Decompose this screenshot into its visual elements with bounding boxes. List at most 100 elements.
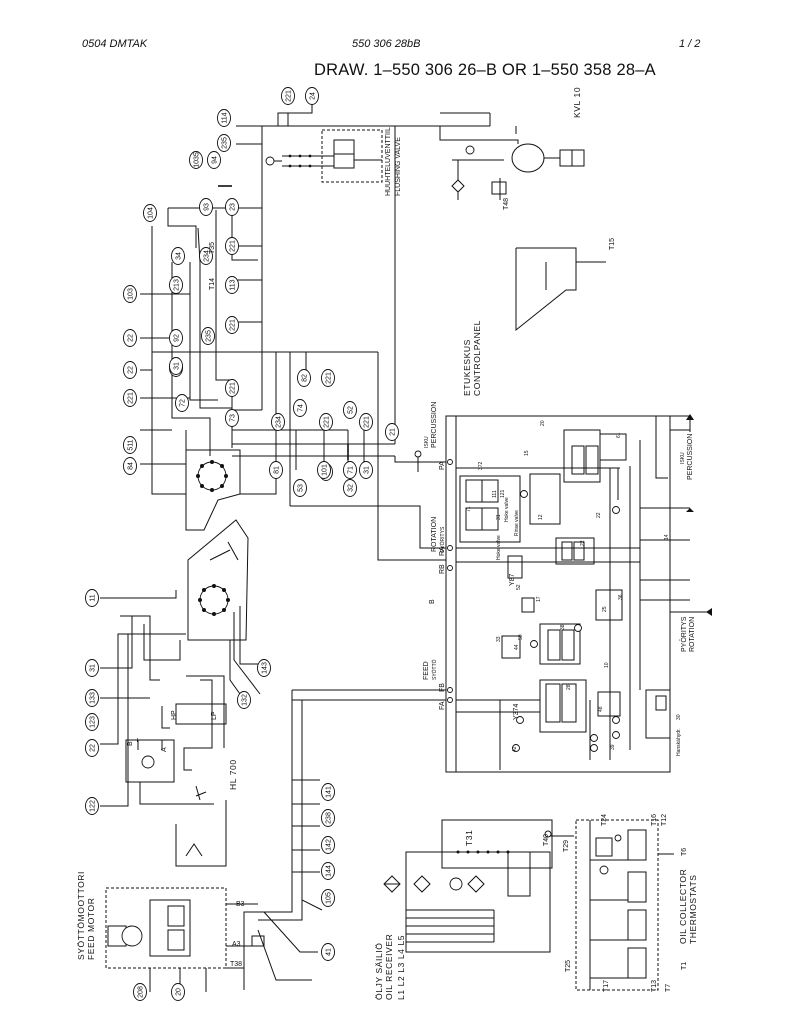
callout-bubble-text: 31 — [174, 362, 181, 370]
label-percussion2-1: PERCUSSION — [687, 434, 694, 480]
callout-bubble-circle — [85, 689, 99, 707]
callout-bubble: 72 — [175, 394, 189, 412]
callout-bubble-text: 81 — [274, 466, 281, 474]
label-ports-4: FA — [439, 701, 446, 710]
callout-bubble: 81 — [269, 461, 283, 479]
callout-bubble: 41 — [321, 943, 335, 961]
callout-bubble: 221 — [225, 379, 239, 397]
label-flushing-1: FLUSHING VALVE — [395, 137, 402, 196]
control-panel — [445, 414, 712, 773]
label-control-1: CONTROLPANEL — [472, 320, 482, 396]
callout-bubble: 84 — [123, 457, 137, 475]
callout-bubble-text: 21 — [390, 428, 397, 436]
header-page-number: 1 / 2 — [679, 38, 701, 50]
callout-bubble-text: 113 — [230, 279, 237, 290]
callout-bubble-text: 73 — [230, 414, 237, 422]
valve-number: 20 — [540, 420, 546, 426]
callout-bubble: 92 — [169, 329, 183, 347]
callout-bubble-circle — [217, 134, 231, 152]
callout-bubble: 31 — [169, 357, 183, 375]
callout-bubble: 101 — [317, 461, 331, 479]
callout-bubble: 221 — [359, 413, 373, 431]
valve-number: 71 — [466, 506, 472, 512]
callout-bubble-circle — [85, 659, 99, 677]
callout-bubble-text: 31 — [364, 466, 371, 474]
valve-number: 38 — [560, 624, 566, 630]
label-a: A — [161, 747, 168, 752]
callout-bubble-text: 238 — [326, 812, 333, 824]
callout-bubble-text: 132 — [242, 694, 249, 706]
callout-bubble-circle — [199, 198, 213, 216]
callout-bubble-text: 213 — [174, 279, 181, 291]
callout-bubble-text: 141 — [326, 786, 333, 798]
valve-number: 14 — [664, 534, 670, 540]
label-percussion-0: ISKU — [424, 436, 430, 448]
callout-bubble-circle — [257, 659, 271, 677]
callout-bubble: 221 — [225, 316, 239, 334]
callout-bubble-circle — [189, 151, 203, 169]
label-hl: HL 700 — [228, 759, 238, 790]
callout-bubble-text: 104 — [148, 207, 155, 219]
label-t35: T35 — [209, 242, 216, 254]
valve-number: 15 — [524, 450, 530, 456]
callout-bubble: 52 — [343, 401, 357, 419]
callout-bubble-circle — [85, 713, 99, 731]
callout-bubble: 511 — [123, 436, 137, 454]
callout-bubble-circle — [225, 198, 239, 216]
callout-bubble-circle — [171, 983, 185, 1001]
callout-bubble-circle — [225, 409, 239, 427]
label-t29: T29 — [563, 840, 570, 852]
label-oilrec-1: OIL RECEIVER — [384, 934, 394, 1000]
callout-bubble-text: 208 — [138, 986, 145, 998]
callout-bubble-circle — [201, 327, 215, 345]
callout-bubble-circle — [85, 739, 99, 757]
label-small-2: Rinse valve — [514, 510, 520, 536]
callout-bubble: 53 — [293, 479, 307, 497]
callout-bubble-text: 221 — [230, 382, 237, 394]
callout-bubble-text: 511 — [128, 439, 135, 450]
callout-bubble: 31 — [85, 659, 99, 677]
callout-bubble: 71 — [343, 461, 357, 479]
callout-bubble-text: 32 — [348, 484, 355, 492]
callout-bubble: 103 — [123, 285, 137, 303]
label-rotation2-1: ROTATION — [689, 617, 696, 652]
callout-bubble-circle — [199, 247, 213, 265]
callout-bubble: 221 — [319, 413, 333, 431]
callout-bubble: 133 — [85, 689, 99, 707]
label-t24: T24 — [601, 814, 608, 826]
label-t25: T25 — [565, 960, 572, 972]
callout-bubble-circle — [217, 109, 231, 127]
callout-bubble-circle — [343, 461, 357, 479]
label-feed-1: SYÖTTÖ — [431, 659, 438, 680]
callout-bubble-circle — [293, 479, 307, 497]
label-t15: T15 — [609, 238, 616, 250]
callout-bubble-circle — [169, 329, 183, 347]
callout-bubble: 1035 — [189, 151, 203, 169]
label-b3: B3 — [236, 901, 245, 908]
valve-number: 121 — [500, 489, 506, 498]
callout-bubble: 74 — [293, 399, 307, 417]
label-t12: T12 — [661, 814, 668, 826]
right-upper-frame — [515, 247, 606, 332]
valve-number: 12 — [538, 514, 544, 520]
callout-bubble-circle — [123, 329, 137, 347]
valve-number: 30 — [676, 714, 682, 720]
callout-bubble-circle — [225, 379, 239, 397]
callout-bubble-circle — [281, 87, 295, 105]
callout-bubble-circle — [85, 589, 99, 607]
callout-bubble-text: 94 — [212, 156, 219, 164]
callout-bubble: 123 — [85, 713, 99, 731]
callout-bubble-text: 221 — [326, 372, 333, 384]
callout-bubble: 114 — [217, 109, 231, 127]
valve-number: 17 — [536, 596, 542, 602]
callout-bubble: 24 — [305, 87, 319, 105]
callout-bubble-text: 74 — [298, 404, 305, 412]
callout-bubble: 23 — [225, 198, 239, 216]
callout-bubble-text: 31 — [90, 664, 97, 672]
callout-bubble-circle — [123, 361, 137, 379]
valve-number: 10 — [604, 662, 610, 668]
valve-number: 52 — [516, 584, 522, 590]
upper-wiring — [140, 104, 491, 561]
label-control-0: ETUKESKUS — [462, 339, 472, 396]
